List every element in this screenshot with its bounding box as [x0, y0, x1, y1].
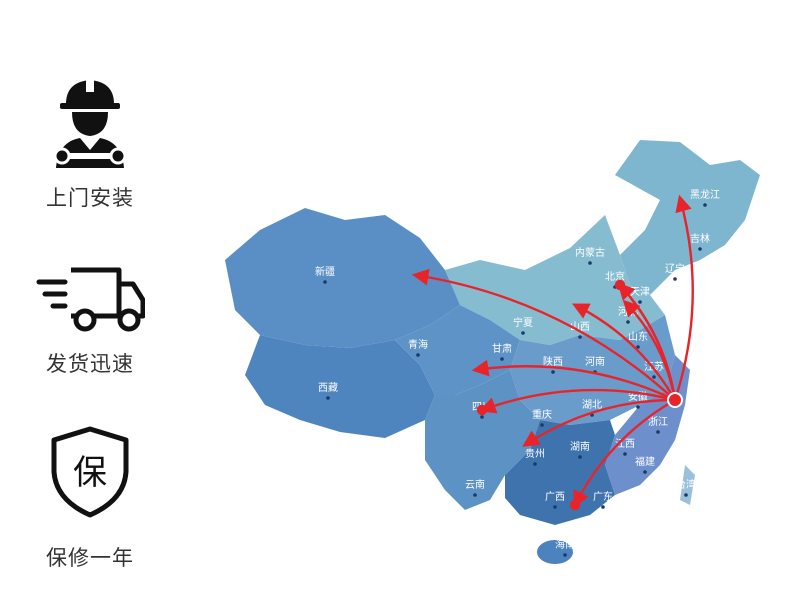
province-dot: [652, 375, 656, 379]
province-label: 内蒙古: [575, 246, 605, 259]
province-dot: [636, 345, 640, 349]
province-dot: [626, 320, 630, 324]
region-tibet: [245, 335, 435, 438]
warranty-shield-icon: 保: [51, 426, 129, 518]
province-dot: [323, 280, 327, 284]
province-dot: [703, 203, 707, 207]
province-dot: [578, 335, 582, 339]
province-dot: [326, 396, 330, 400]
province-label: 云南: [465, 478, 485, 491]
province-dot: [480, 415, 484, 419]
delivery-route: [522, 398, 676, 447]
province-label: 青海: [408, 338, 428, 351]
province-dot: [521, 331, 525, 335]
region-northeast: [615, 140, 760, 295]
region-xinjiang: [225, 208, 460, 348]
destination-marker: [569, 499, 581, 511]
fast-shipping-label: 发货迅速: [46, 352, 134, 376]
province-label: 重庆: [532, 408, 552, 421]
province-label: 黑龙江: [690, 188, 720, 201]
delivery-route: [471, 359, 676, 402]
warranty-feature: 保 保修一年: [0, 426, 180, 572]
province-label: 台湾: [676, 478, 696, 491]
province-dot: [673, 277, 677, 281]
region-taiwan: [680, 465, 695, 505]
delivery-route: [617, 282, 677, 401]
province-dot: [588, 261, 592, 265]
province-dot: [553, 505, 557, 509]
destination-marker: [476, 404, 488, 416]
province-label: 西藏: [318, 382, 338, 394]
delivery-truck-icon: [36, 267, 145, 332]
warranty-label: 保修一年: [46, 546, 134, 570]
province-dot: [638, 300, 642, 304]
delivery-route: [572, 303, 677, 401]
province-label: 福建: [635, 455, 655, 468]
delivery-route: [573, 398, 676, 508]
province-label: 陕西: [543, 355, 563, 368]
region-hainan: [537, 540, 573, 564]
province-label: 河南: [585, 355, 605, 368]
hub-marker: [667, 392, 683, 408]
region-southwest: [425, 370, 540, 510]
province-dot: [623, 452, 627, 456]
delivery-route: [411, 268, 676, 401]
province-label: 贵州: [525, 447, 545, 460]
province-dot: [500, 357, 504, 361]
province-label: 辽宁: [665, 262, 685, 275]
province-dot: [656, 430, 660, 434]
warranty-glyph: 保: [73, 453, 107, 493]
province-dot: [636, 405, 640, 409]
province-label: 北京: [605, 270, 625, 283]
province-label: 山西: [570, 321, 590, 333]
province-label: 吉林: [690, 232, 710, 245]
province-label: 海南: [555, 538, 575, 551]
province-label: 湖南: [570, 440, 590, 453]
province-label: 甘肃: [492, 342, 512, 355]
delivery-route: [478, 388, 676, 414]
province-dot: [698, 247, 702, 251]
province-dot: [643, 470, 647, 474]
province-dot: [551, 370, 555, 374]
province-label: 浙江: [648, 416, 668, 428]
province-dot: [533, 462, 537, 466]
installation-feature: 上门安装: [0, 76, 180, 212]
province-dot: [601, 505, 605, 509]
region-central: [510, 315, 675, 425]
province-label: 山东: [628, 330, 648, 343]
province-label: 天津: [630, 286, 650, 298]
region-north: [445, 215, 665, 345]
installation-label: 上门安装: [46, 186, 134, 210]
fast-shipping-feature: 发货迅速: [0, 266, 180, 378]
province-label: 新疆: [315, 265, 335, 278]
province-label: 湖北: [582, 399, 602, 411]
china-delivery-map: 黑龙江吉林辽宁内蒙古北京天津河北宁夏山西山东新疆青海甘肃陕西河南江苏西藏四川重庆…: [225, 140, 760, 564]
province-dot: [578, 455, 582, 459]
technician-icon: [53, 78, 127, 168]
destination-marker: [614, 279, 626, 291]
province-dot: [416, 353, 420, 357]
province-label: 宁夏: [513, 316, 533, 329]
province-label: 广西: [545, 491, 565, 503]
province-label: 广东: [593, 490, 613, 503]
delivery-route: [673, 194, 694, 401]
province-dot: [563, 553, 567, 557]
province-dot: [540, 423, 544, 427]
province-dot: [473, 493, 477, 497]
province-dot: [684, 493, 688, 497]
